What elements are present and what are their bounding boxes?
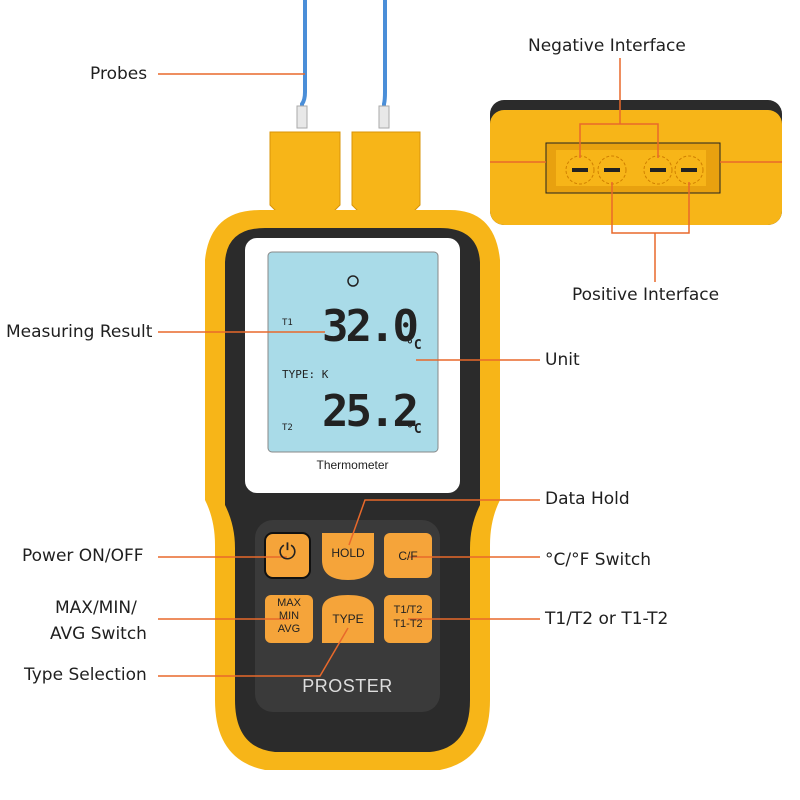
t1-reading: 32.0: [322, 301, 419, 352]
callout-unit: Unit: [545, 350, 580, 370]
callout-positive-interface: Positive Interface: [572, 285, 720, 305]
brand-logo: PROSTER: [302, 676, 393, 696]
min-label: MIN: [278, 610, 300, 622]
t1-label: T1: [282, 318, 293, 328]
type-button[interactable]: [322, 595, 374, 643]
hold-label: HOLD: [331, 546, 365, 560]
t1t2-label-line2: T1-T2: [393, 618, 423, 630]
t1t2-label-line1: T1/T2: [393, 604, 423, 616]
callout-cf-switch: °C/°F Switch: [545, 550, 651, 570]
t2-unit: °C: [406, 422, 422, 437]
callout-measuring-result: Measuring Result: [6, 322, 153, 342]
cf-button[interactable]: [384, 533, 432, 578]
probe-connectors: [269, 131, 421, 216]
t1-unit: °C: [406, 338, 422, 353]
callout-type-selection: Type Selection: [24, 665, 147, 685]
lcd-screen: [267, 251, 439, 453]
callout-negative-interface: Negative Interface: [528, 36, 686, 56]
power-button[interactable]: [264, 532, 311, 579]
callout-lines: [158, 58, 782, 677]
screen-label: Thermometer: [316, 458, 389, 472]
t2-label: T2: [282, 423, 293, 433]
callout-probes: Probes: [90, 64, 148, 84]
hold-button[interactable]: [322, 533, 374, 580]
callout-t1t2: T1/T2 or T1-T2: [545, 609, 669, 629]
t2-reading: 25.2: [322, 386, 419, 437]
power-icon: ⏻: [278, 540, 297, 565]
callout-data-hold: Data Hold: [545, 489, 630, 509]
cf-label: C/F: [398, 549, 418, 563]
avg-label: AVG: [277, 623, 301, 635]
max-label: MAX: [277, 597, 301, 609]
probe-wires: [296, 0, 390, 129]
type-label: TYPE: [332, 612, 364, 626]
callout-power: Power ON/OFF: [22, 546, 144, 566]
callout-maxminavg-line1: MAX/MIN/: [55, 598, 137, 618]
callout-maxminavg-line2: AVG Switch: [50, 624, 147, 644]
type-display: TYPE: K: [282, 368, 329, 381]
